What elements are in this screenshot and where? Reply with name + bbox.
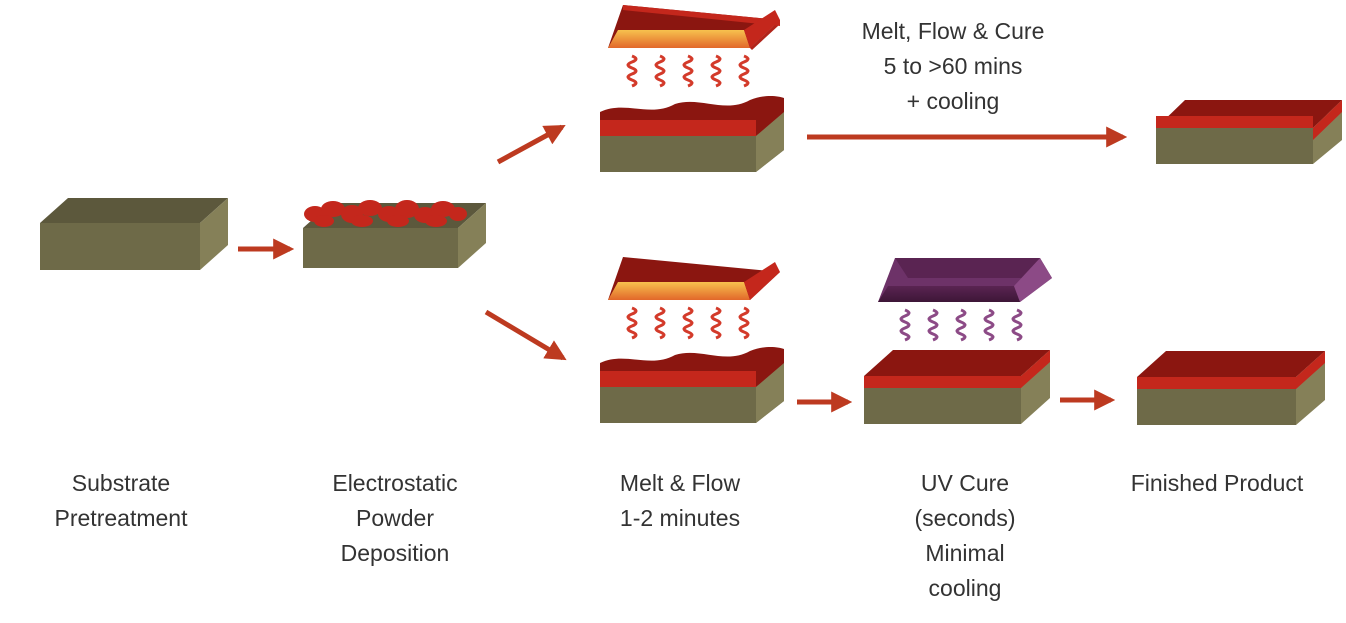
label-line: 1-2 minutes bbox=[619, 505, 741, 531]
label-line: Powder bbox=[356, 505, 434, 531]
label-substrate-pretreatment: Substrate Pretreatment bbox=[30, 466, 212, 536]
label-finished-product: Finished Product bbox=[1112, 466, 1322, 501]
label-line: Substrate bbox=[71, 470, 171, 496]
label-line: UV Cure bbox=[920, 470, 1010, 496]
label-line: Finished Product bbox=[1130, 470, 1304, 496]
label-line: Minimal bbox=[925, 540, 1005, 566]
label-uv-cure: UV Cure (seconds) Minimal cooling bbox=[875, 466, 1055, 606]
uv-cured-block bbox=[864, 350, 1050, 424]
melted-coating-block-bottom bbox=[600, 347, 784, 423]
label-melt-flow: Melt & Flow 1-2 minutes bbox=[590, 466, 770, 536]
finished-block-conventional bbox=[1156, 100, 1342, 164]
note-line-2: 5 to >60 mins bbox=[883, 53, 1023, 79]
label-electrostatic-deposition: Electrostatic Powder Deposition bbox=[305, 466, 485, 571]
label-line: Melt & Flow bbox=[619, 470, 741, 496]
finished-block-uv bbox=[1137, 351, 1325, 425]
powder-deposition-block bbox=[303, 200, 486, 268]
arrow-to-conventional-melt bbox=[496, 124, 566, 165]
label-line: Pretreatment bbox=[54, 505, 188, 531]
infrared-heater-icon-bottom bbox=[608, 257, 780, 300]
arrow-to-uv-melt bbox=[484, 309, 567, 361]
label-line: Electrostatic bbox=[332, 470, 458, 496]
uv-lamp-icon bbox=[878, 258, 1052, 302]
infrared-heater-icon bbox=[608, 5, 780, 50]
note-line-3: + cooling bbox=[906, 88, 1000, 114]
melted-coating-block-top bbox=[600, 96, 784, 172]
heat-coil-icon bbox=[626, 54, 750, 88]
heat-coil-icon-bottom bbox=[626, 306, 750, 340]
label-line: (seconds) bbox=[914, 505, 1016, 531]
powder-particles bbox=[304, 200, 467, 227]
conventional-process-note: Melt, Flow & Cure 5 to >60 mins + coolin… bbox=[838, 14, 1068, 119]
label-line: cooling bbox=[928, 575, 1002, 601]
note-line-1: Melt, Flow & Cure bbox=[861, 18, 1045, 44]
label-line: Deposition bbox=[340, 540, 450, 566]
substrate-block bbox=[40, 198, 228, 270]
uv-coil-icon bbox=[899, 308, 1023, 342]
